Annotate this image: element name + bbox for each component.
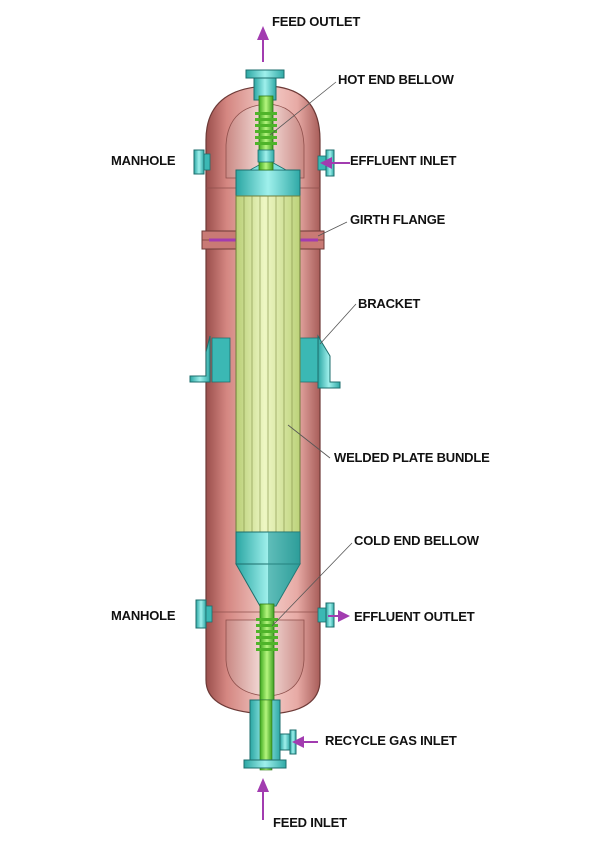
label-hot-end-bellow: HOT END BELLOW [338,72,454,88]
hot-end-bellow [255,112,277,162]
feed-outlet-arrow [257,26,269,62]
leader-girth-flange [318,222,347,236]
label-feed-inlet: FEED INLET [273,815,347,831]
label-feed-outlet: FEED OUTLET [272,14,360,30]
label-manhole-top: MANHOLE [111,153,175,169]
label-bracket: BRACKET [358,296,420,312]
label-manhole-bottom: MANHOLE [111,608,175,624]
bracket-left [190,336,230,382]
manhole-top [194,150,210,174]
leader-bracket [320,304,356,344]
label-girth-flange: GIRTH FLANGE [350,212,445,228]
label-cold-end-bellow: COLD END BELLOW [354,533,479,549]
feed-inlet-arrow [257,778,269,820]
label-welded-plate-bundle: WELDED PLATE BUNDLE [334,450,490,466]
label-effluent-inlet: EFFLUENT INLET [350,153,456,169]
label-effluent-outlet: EFFLUENT OUTLET [354,609,475,625]
label-recycle-gas-inlet: RECYCLE GAS INLET [325,733,457,749]
welded-plate-bundle [236,160,300,606]
